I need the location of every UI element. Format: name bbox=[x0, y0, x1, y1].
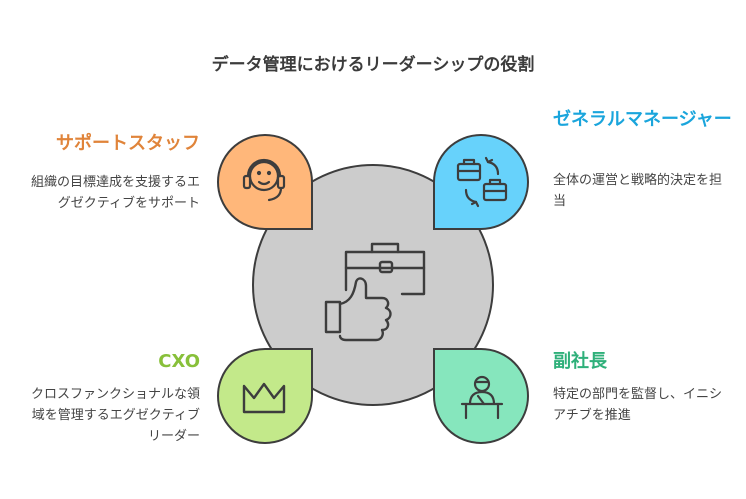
general-manager-description: 全体の運営と戦略的決定を担当 bbox=[553, 173, 723, 209]
support-staff-heading: サポートスタッフ bbox=[56, 133, 200, 154]
crown-icon bbox=[242, 382, 286, 414]
cxo-heading: CXO bbox=[158, 351, 200, 372]
briefcase-thumbs-up-icon bbox=[324, 242, 426, 342]
cxo-description: クロスファンクショナルな領域を管理するエグゼクティブリーダー bbox=[30, 387, 200, 444]
headset-person-icon bbox=[242, 158, 286, 202]
person-at-desk-icon bbox=[460, 375, 504, 420]
vice-president-description: 特定の部門を監督し、イニシアチブを推進 bbox=[553, 387, 723, 423]
page-title: データ管理におけるリーダーシップの役割 bbox=[211, 55, 535, 75]
support-staff-petal bbox=[217, 134, 313, 230]
vice-president-heading: 副社長 bbox=[553, 351, 607, 372]
vice-president-petal bbox=[433, 348, 529, 444]
general-manager-petal bbox=[433, 134, 529, 230]
support-staff-description: 組織の目標達成を支援するエグゼクティブをサポート bbox=[30, 175, 200, 211]
general-manager-heading: ゼネラルマネージャー bbox=[553, 109, 732, 130]
cxo-petal bbox=[217, 348, 313, 444]
briefcase-swap-icon bbox=[456, 156, 508, 208]
